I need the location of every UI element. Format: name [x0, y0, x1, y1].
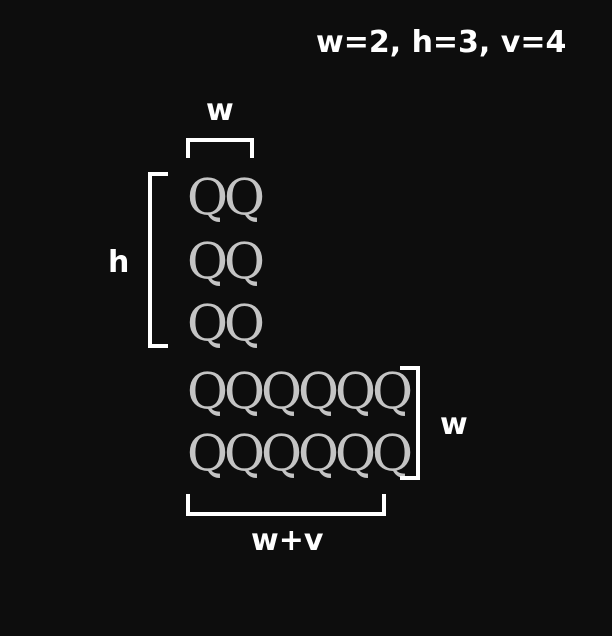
- q-row-5: QQQQQQ: [187, 424, 413, 482]
- top-width-label: w: [206, 93, 234, 128]
- bottom-width-label: w+v: [251, 523, 324, 558]
- bottom-width-bracket: [186, 494, 386, 516]
- q-row-3: QQ: [187, 294, 265, 352]
- height-bracket: [148, 172, 168, 348]
- right-width-label: w: [440, 407, 468, 442]
- parameters-text: w=2, h=3, v=4: [316, 25, 567, 60]
- right-width-bracket: [400, 366, 420, 480]
- q-row-4: QQQQQQ: [187, 362, 413, 420]
- q-row-1: QQ: [187, 168, 265, 226]
- height-label: h: [108, 245, 130, 280]
- top-width-bracket: [186, 138, 254, 158]
- q-row-2: QQ: [187, 232, 265, 290]
